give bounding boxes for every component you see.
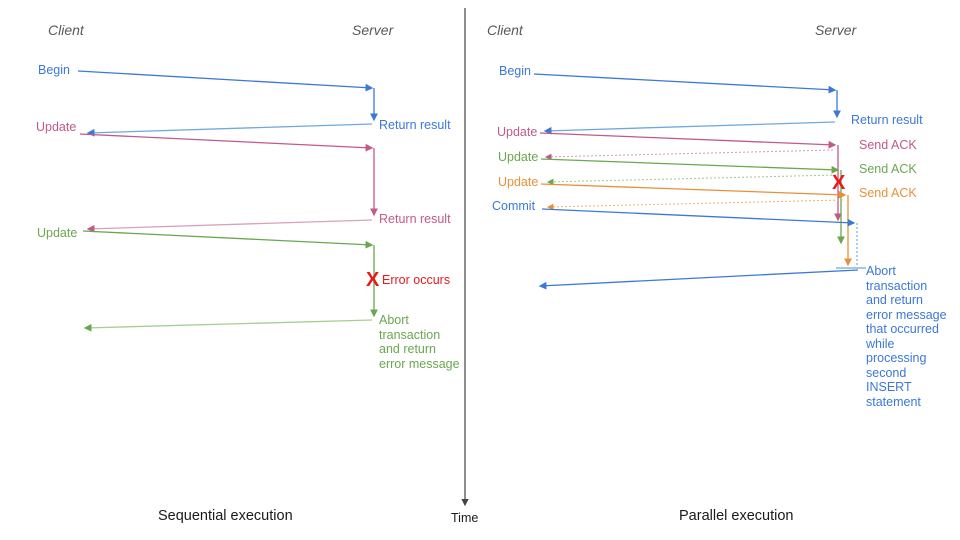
right-client-label-update-3: Update [498, 175, 539, 189]
right-msg-update-green [540, 158, 845, 245]
right-server-label-ack-2: Send ACK [859, 162, 917, 176]
right-caption: Parallel execution [679, 508, 794, 524]
right-error-x-icon: X [832, 172, 846, 194]
right-msg-return-result [543, 121, 836, 135]
right-ack-orange [546, 199, 844, 211]
right-server-label-ack-1: Send ACK [859, 138, 917, 152]
right-client-label-begin: Begin [499, 64, 531, 78]
left-msg-abort-return [83, 319, 373, 332]
right-server-label-ack-3: Send ACK [859, 186, 917, 200]
time-axis-label: Time [451, 511, 479, 525]
left-msg-update-1 [79, 133, 378, 217]
left-client-label-begin: Begin [38, 63, 70, 77]
left-msg-begin [77, 70, 378, 122]
right-msg-begin [533, 73, 841, 119]
right-msg-commit [541, 208, 858, 266]
left-server-label-abort: Abort transaction and return error messa… [379, 313, 460, 371]
right-client-label-update-1: Update [497, 125, 538, 139]
right-header-client: Client [487, 22, 523, 38]
right-sequence-arrows [533, 73, 866, 290]
left-client-label-update-2: Update [37, 226, 78, 240]
left-header-client: Client [48, 22, 84, 38]
right-header-server: Server [815, 22, 857, 38]
left-msg-return-2 [86, 219, 373, 233]
left-caption: Sequential execution [158, 508, 293, 524]
right-client-label-update-2: Update [498, 150, 539, 164]
left-server-label-return-2: Return result [379, 212, 451, 226]
right-server-label-return-result: Return result [851, 113, 923, 127]
right-ack-green [546, 174, 837, 186]
right-ack-pink [544, 149, 834, 161]
left-sequence-arrows [77, 70, 378, 332]
left-server-label-error: Error occurs [382, 273, 451, 287]
left-server-label-return-1: Return result [379, 118, 451, 132]
right-server-label-abort: Abort transaction and return error messa… [866, 264, 947, 409]
right-msg-update-orange [540, 183, 852, 267]
left-header-server: Server [352, 22, 394, 38]
left-msg-return-1 [86, 123, 373, 137]
right-client-label-commit: Commit [492, 199, 536, 213]
left-msg-update-2 [82, 230, 378, 318]
left-error-x-icon: X [366, 269, 380, 291]
left-client-label-update-1: Update [36, 120, 77, 134]
right-msg-update-pink [539, 132, 842, 222]
right-msg-abort-return [538, 267, 866, 290]
